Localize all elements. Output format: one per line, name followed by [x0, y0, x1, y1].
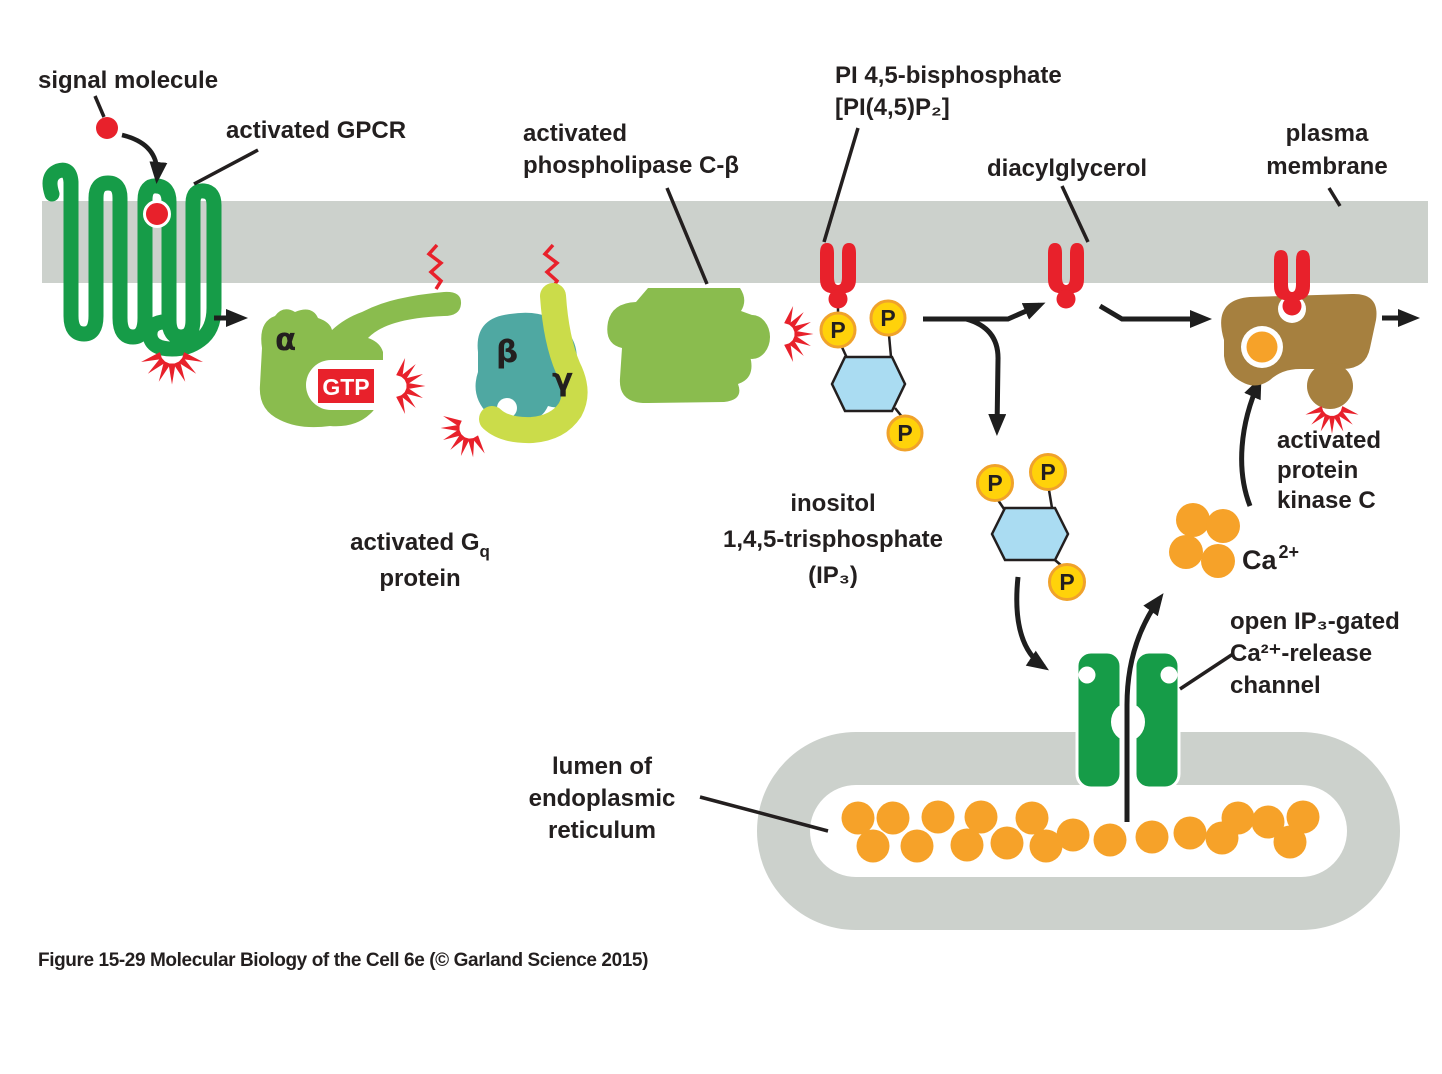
ip3-label-line1: inositol [790, 490, 875, 517]
arrow-ip3-to-channel [1014, 576, 1049, 671]
ca-ions-er-lumen [841, 800, 1320, 863]
phosphate-label: P [830, 317, 845, 343]
channel-label-line2: Ca²⁺-release [1230, 640, 1372, 667]
ip3-molecule: P P P [976, 453, 1086, 601]
pkc-bound-ca-ion [1246, 331, 1278, 363]
plc-beta-shape [607, 288, 765, 404]
arrow-ca-release [1124, 593, 1164, 822]
beta-subunit-label: β [496, 334, 518, 370]
lumen-label-line1: lumen of [552, 753, 653, 780]
plasma-membrane-band [42, 201, 1428, 283]
diacylglycerol-pointer-line [1060, 185, 1090, 243]
plasma-membrane-label-line1: plasma [1286, 120, 1369, 147]
phosphate-label: P [1059, 569, 1074, 595]
activated-gpcr-pointer-line [193, 148, 259, 186]
lumen-label-line3: reticulum [548, 817, 656, 844]
figure-caption: Figure 15-29 Molecular Biology of the Ce… [38, 950, 648, 971]
arrow-ca-to-pkc [1239, 376, 1262, 507]
plc-label-line2: phospholipase C-β [523, 152, 739, 179]
ca-ions-cytosol [1169, 503, 1240, 578]
lumen-label-line2: endoplasmic [529, 785, 676, 812]
plc-pointer-line [665, 187, 709, 285]
gtp-badge [318, 369, 374, 403]
channel-pointer-line [1179, 652, 1234, 691]
activated-gpcr-label: activated GPCR [226, 117, 406, 144]
pip2-pointer-line [822, 127, 860, 243]
g-gamma-subunit-shape [479, 283, 588, 444]
pip2-inositol-ring [830, 355, 907, 413]
phosphate-label: P [987, 470, 1002, 496]
gq-label-subscript: q [480, 542, 490, 561]
pip2-label-line2: [PI(4,5)P₂] [835, 94, 950, 121]
channel-left-hook-notch [1078, 666, 1096, 684]
ip3-gated-ca-release-channel [1075, 650, 1181, 792]
plc-label-line1: activated [523, 120, 627, 147]
pkc-label-line3: kinase C [1277, 487, 1376, 514]
phosphate-label: P [897, 420, 912, 446]
ca-label-base: Ca [1242, 545, 1277, 575]
ip3-label-line3: (IP₃) [808, 562, 858, 589]
alpha-subunit-label: α [275, 322, 296, 358]
arrow-pip2-to-ip3 [965, 316, 1007, 436]
phosphate-circle [819, 311, 857, 349]
bound-signal-molecule-dot [143, 200, 171, 228]
plasma-membrane-pointer-line [1327, 187, 1342, 207]
gq-label-line2: protein [379, 565, 460, 592]
ca-label-superscript: 2+ [1279, 542, 1300, 562]
pip2-label-line1: PI 4,5-bisphosphate [835, 62, 1062, 89]
arrow-dag-to-pkc [1098, 303, 1212, 328]
lumen-pointer-line [699, 795, 829, 833]
pkc-label-line2: protein [1277, 457, 1358, 484]
channel-label-line3: channel [1230, 672, 1321, 699]
phosphate-circle [1048, 563, 1086, 601]
channel-right-hook-notch [1160, 666, 1178, 684]
channel-label-line1: open IP₃-gated [1230, 608, 1400, 635]
ip3-label-line2: 1,4,5-trisphosphate [723, 526, 943, 553]
plc-activation-burst-icon [784, 304, 814, 364]
phosphate-label: P [880, 305, 895, 331]
pkc-lower-lobe [1307, 363, 1353, 409]
gamma-lipid-anchor-zigzag-icon [542, 243, 560, 290]
arrow-pip2-to-dag [923, 302, 1046, 322]
phosphate-label: P [1040, 459, 1055, 485]
gq-label-main: activated G [350, 529, 479, 556]
plc-beta-bump [734, 315, 770, 359]
phosphate-circle [976, 464, 1014, 502]
gpcr-activation-burst-icon [139, 352, 205, 385]
phosphate-circle [886, 414, 924, 452]
signal-molecule-pointer-line [93, 95, 106, 118]
gpcr-shape [42, 162, 222, 357]
gamma-subunit-label: γ [552, 362, 573, 398]
ip3-inositol-ring [990, 506, 1070, 562]
phosphate-circle [869, 299, 907, 337]
gtp-label: GTP [322, 374, 369, 400]
diacylglycerol-label: diacylglycerol [987, 155, 1147, 182]
signal-binding-arrow [121, 132, 168, 184]
alpha-lipid-anchor-zigzag-icon [426, 243, 444, 290]
signal-molecule-dot [96, 117, 118, 139]
pip2-molecule: P P P [819, 243, 924, 452]
gq-label-line1: activated Gq [350, 529, 490, 561]
signal-molecule-label: signal molecule [38, 67, 218, 94]
phosphate-circle [1029, 453, 1067, 491]
pkc-label-line1: activated [1277, 427, 1381, 454]
protein-kinase-c [1221, 250, 1377, 434]
plasma-membrane-label-line2: membrane [1266, 153, 1387, 180]
